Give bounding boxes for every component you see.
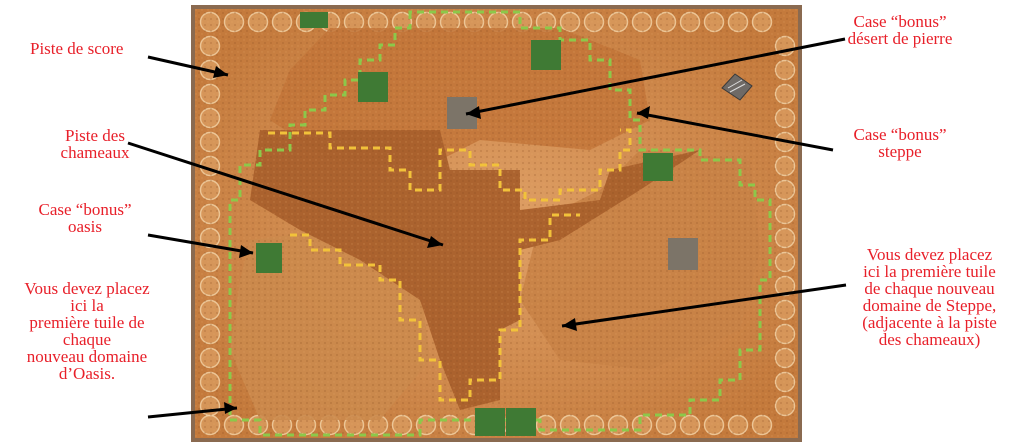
- label-stone-desert-bonus: Case “bonus” désert de pierre: [820, 13, 980, 47]
- label-oasis-placement: Vous devez placez ici la première tuile …: [2, 280, 172, 382]
- label-oasis-bonus: Case “bonus” oasis: [20, 201, 150, 235]
- oasis-bonus-icon: [300, 12, 328, 28]
- oasis-bonus-icon: [506, 408, 536, 436]
- oasis-bonus-icon: [358, 72, 388, 102]
- oasis-bonus-icon: [643, 153, 673, 181]
- oasis-bonus-icon: [256, 243, 282, 273]
- oasis-bonus-icon: [475, 408, 505, 436]
- label-camel-track: Piste des chameaux: [40, 127, 150, 161]
- label-steppe-placement: Vous devez placez ici la première tuile …: [838, 246, 1021, 348]
- sand-texture: [195, 9, 798, 438]
- oasis-bonus-icon: [531, 40, 561, 70]
- stone-desert-bonus-icon: [668, 238, 698, 270]
- label-steppe-bonus: Case “bonus” steppe: [820, 126, 980, 160]
- label-score-track: Piste de score: [30, 40, 150, 57]
